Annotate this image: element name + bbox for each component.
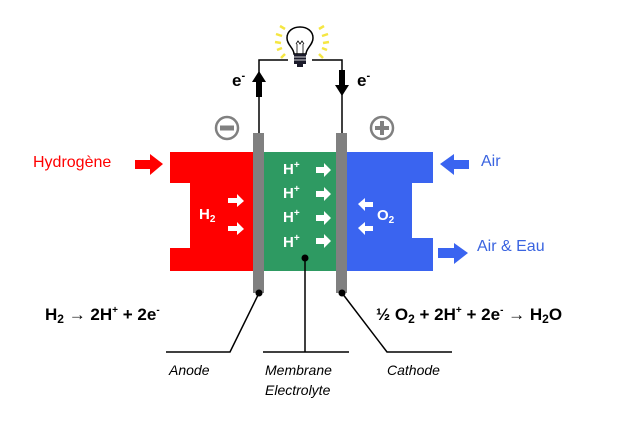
minus-circle-icon [214, 115, 240, 141]
h2-flow-arrow-icon [228, 222, 244, 235]
air-water-output-arrow-icon [438, 243, 468, 264]
membrane-caption-line2: Electrolyte [265, 382, 331, 398]
cathode-gas-chamber [347, 152, 433, 271]
air-water-output-label: Air & Eau [477, 238, 545, 255]
anode-leader-line [166, 292, 260, 353]
electron-down-arrow-icon [335, 70, 349, 96]
proton-flow-arrows [316, 163, 331, 248]
electron-label-left: e- [232, 70, 246, 90]
right-wire [312, 59, 343, 135]
air-input-arrow-icon [440, 154, 469, 175]
anode-caption: Anode [169, 362, 210, 378]
o2-flow-arrow-icon [358, 222, 373, 235]
o2-flow-arrow-icon [358, 198, 373, 211]
proton-flow-arrow-icon [316, 211, 331, 225]
cathode-equation: ½ O2 + 2H+ + 2e- → H2O [376, 305, 563, 326]
proton-flow-arrow-icon [316, 163, 331, 177]
o2-label: O2 [377, 207, 395, 226]
proton-label: H+ [283, 233, 300, 251]
hydrogen-input-arrow-icon [135, 154, 163, 175]
left-wire [258, 59, 288, 135]
proton-label: H+ [283, 184, 300, 202]
air-input-label: Air [481, 153, 501, 170]
h2-flow-arrow-icon [228, 194, 244, 207]
h2-flow-arrows [228, 194, 244, 235]
electron-label-right: e- [357, 70, 371, 90]
cathode-caption: Cathode [387, 362, 440, 378]
hydrogen-label: Hydrogène [33, 154, 112, 171]
lightbulb-icon [274, 24, 330, 67]
anode-gas-chamber [170, 152, 253, 271]
plus-circle-icon [369, 115, 395, 141]
h2-label: H2 [199, 206, 216, 225]
proton-label: H+ [283, 160, 300, 178]
membrane-caption-line1: Membrane [265, 362, 332, 378]
proton-label: H+ [283, 208, 300, 226]
electron-up-arrow-icon [252, 71, 266, 97]
anode-electrode [253, 133, 264, 293]
o2-flow-arrows [358, 198, 373, 235]
cathode-leader-line [341, 292, 452, 353]
anode-equation: H2 → 2H+ + 2e- [45, 305, 160, 326]
proton-flow-arrow-icon [316, 234, 331, 248]
proton-flow-arrow-icon [316, 187, 331, 201]
cathode-electrode [336, 133, 347, 293]
